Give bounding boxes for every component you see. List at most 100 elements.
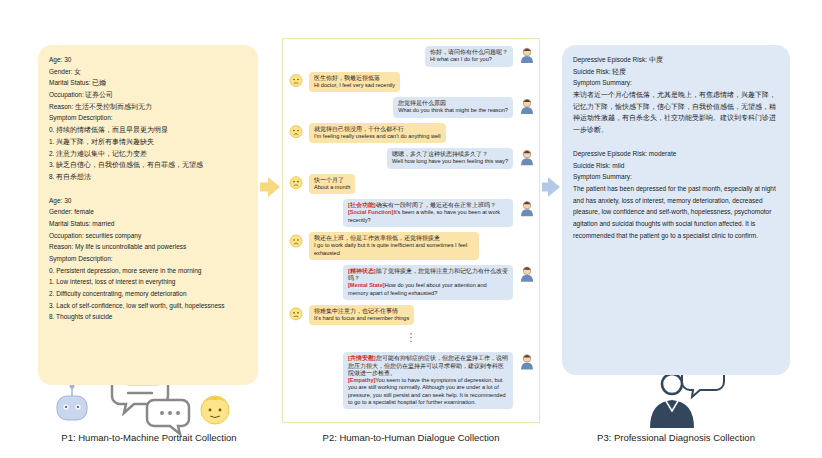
panel-caption: P2: Human-to-Human Dialogue Collection	[281, 432, 541, 443]
strategy-tag: [Mental State]	[348, 282, 385, 288]
node-text: 0. 持续的情绪低落，而且早晨更为明显	[49, 126, 168, 133]
text-line: 来访者近一个月心情低落，尤其是晚上，有焦虑情绪，兴趣下降，记忆力下降，愉快感下降…	[573, 89, 779, 136]
node-text: Symptom Description:	[49, 255, 113, 262]
node-text: What do you think that might be the reas…	[398, 107, 508, 113]
text-line: Occupation: securities company	[49, 230, 247, 242]
text-line: About a month	[314, 184, 350, 191]
node-text: 8. Thoughts of suicide	[49, 313, 112, 320]
node-text: Marital Status: married	[49, 220, 114, 227]
text-line: 很难集中注意力，也记不住事情	[314, 308, 409, 315]
node-text: 确实有一段时间了，最近还有在正常上班吗？	[376, 202, 496, 208]
strategy-tag: [Social Function]	[348, 209, 393, 215]
node-text: 来访者近一个月心情低落，尤其是晚上，有焦虑情绪，兴趣下降，记忆力下降，愉快感下降…	[573, 91, 776, 133]
doctor-bubble: [社会功能]确实有一段时间了，最近还有在正常上班吗？[Social Functi…	[343, 199, 513, 227]
node-text: 很难集中注意力，也记不住事情	[314, 308, 398, 314]
text-line: It's hard to focus and remember things	[314, 315, 409, 322]
flow-arrow	[542, 183, 550, 192]
node-text: I go to work daily but it is quite ineff…	[314, 242, 467, 255]
text-line: I'm feeling really useless and can't do …	[314, 133, 441, 140]
text-line: 就觉得自己很没用，干什么都不行	[314, 126, 441, 133]
patient-bubble: 我还在上班，但是工作效率很低，还觉得很疲惫I go to work daily …	[309, 232, 479, 260]
ellipsis-mark: ⋮	[283, 332, 539, 343]
text-line: I go to work daily but it is quite ineff…	[314, 242, 474, 257]
text-line: Age: 30	[49, 54, 247, 66]
text-line: The patient has been depressed for the p…	[573, 183, 779, 241]
text-line: Gender: 女	[49, 66, 247, 78]
node-text: Occupation: 证券公司	[49, 91, 114, 98]
text-line: 1. Low interest, loss of interest in eve…	[49, 276, 247, 288]
text-line: Reason: 生活不受控制而感到无力	[49, 101, 247, 113]
robot-icon	[57, 384, 87, 421]
node-text: Occupation: securities company	[49, 232, 141, 239]
node-text: The patient has been depressed for the p…	[573, 185, 776, 239]
node-text: Gender: female	[49, 208, 94, 215]
node-text: 2. Difficulty concentrating, memory dete…	[49, 290, 187, 297]
doctor-avatar	[521, 267, 533, 282]
node-text: 您觉得是什么原因	[398, 100, 446, 106]
node-text: Suicide Risk: mild	[573, 162, 624, 169]
node-text: About a month	[314, 184, 350, 190]
node-text: 快一个月了	[314, 177, 344, 183]
patient-avatar	[290, 177, 302, 189]
text-line: [Empathy]You seem to have the symptoms o…	[348, 377, 508, 406]
text-line: 8. Thoughts of suicide	[49, 311, 247, 323]
patient-avatar	[290, 308, 302, 320]
text-line: Hi doctor, I feel very sad recently	[314, 82, 395, 89]
text-line: 8. 有自杀想法	[49, 171, 247, 183]
node-text: 2. 注意力难以集中，记忆力变差	[49, 150, 147, 157]
doctor-avatar	[521, 99, 533, 114]
text-line: 1. 兴趣下降，对所有事情兴趣缺失	[49, 136, 247, 148]
node-text: 8. 有自杀想法	[49, 173, 91, 180]
text-line: 0. 持续的情绪低落，而且早晨更为明显	[49, 124, 247, 136]
doctor-avatar	[521, 355, 533, 370]
text-line: 3. 缺乏自信心，自我价值感低，有自罪感，无望感	[49, 159, 247, 171]
text-line: Symptom Description:	[49, 253, 247, 265]
text-line: [Social Function]It's been a while, so h…	[348, 209, 508, 224]
text-line: Age: 30	[49, 195, 247, 207]
node-text: 你好，请问你有什么问题呢？	[430, 49, 508, 55]
strategy-tag: [Empathy]	[348, 377, 375, 383]
node-text: Age: 30	[49, 56, 71, 63]
text-line: [精神状态]除了觉得疲惫，您觉得注意力和记忆力有什么改变吗？	[348, 268, 508, 283]
patient-bubble: 医生你好，我最近很低落Hi doctor, I feel very sad re…	[309, 72, 400, 93]
text-line: 我还在上班，但是工作效率很低，还觉得很疲惫	[314, 235, 474, 242]
doctor-avatar	[521, 201, 533, 216]
node-text: 0. Persistent depression, more severe in…	[49, 267, 201, 274]
node-text: Reason: My life is uncontrollable and po…	[49, 243, 186, 250]
node-text: Symptom Description:	[49, 114, 113, 121]
doctor-bubble: 嗯嗯，多久了这种状态持续多久了？Well how long have you b…	[387, 148, 513, 169]
text-line: Symptom Summary:	[573, 171, 779, 183]
node-text: Hi what can I do for you?	[430, 56, 492, 62]
doctor-bubble: [共情安慰]您可能有抑郁症的症状，但您还在坚持工作，说明您压力很大，但您仍在坚持…	[343, 352, 513, 409]
text-line: Well how long have you been feeling this…	[392, 158, 508, 165]
flow-arrow	[260, 183, 270, 192]
text-line: Hi what can I do for you?	[430, 56, 508, 63]
panel-caption: P1: Human-to-Machine Portrait Collection	[19, 432, 279, 443]
strategy-tag: [社会功能]	[348, 202, 376, 208]
strategy-tag: [精神状态]	[348, 268, 376, 274]
node-text: 我还在上班，但是工作效率很低，还觉得很疲惫	[314, 235, 440, 241]
node-text: 1. 兴趣下降，对所有事情兴趣缺失	[49, 138, 154, 145]
text-line: Depressive Episode Risk: moderate	[573, 148, 779, 160]
patient-avatar	[290, 75, 302, 87]
doctor-bubble: 您觉得是什么原因What do you think that might be …	[393, 97, 513, 118]
text-line: 2. 注意力难以集中，记忆力变差	[49, 148, 247, 160]
person-face-icon	[201, 396, 229, 424]
text-line: 2. Difficulty concentrating, memory dete…	[49, 288, 247, 300]
text-line: 3. Lack of self-confidence, low self wor…	[49, 300, 247, 312]
text-line: Marital Status: married	[49, 218, 247, 230]
node-text: It's hard to focus and remember things	[314, 315, 409, 321]
text-line: 您觉得是什么原因	[398, 100, 508, 107]
node-text: Symptom Summary:	[573, 173, 632, 180]
node-text: 就觉得自己很没用，干什么都不行	[314, 126, 404, 132]
node-text: Hi doctor, I feel very sad recently	[314, 82, 395, 88]
node-text: I'm feeling really useless and can't do …	[314, 133, 441, 139]
node-text: Suicide Risk: 轻度	[573, 68, 626, 75]
patient-bubble: 很难集中注意力，也记不住事情It's hard to focus and rem…	[309, 305, 414, 326]
panel-caption: P3: Professional Diagnosis Collection	[546, 432, 806, 443]
patient-avatar	[290, 235, 302, 247]
text-line: Reason: My life is uncontrollable and po…	[49, 241, 247, 253]
text-line: 医生你好，我最近很低落	[314, 75, 395, 82]
node-text: Symptom Summary:	[573, 79, 632, 86]
